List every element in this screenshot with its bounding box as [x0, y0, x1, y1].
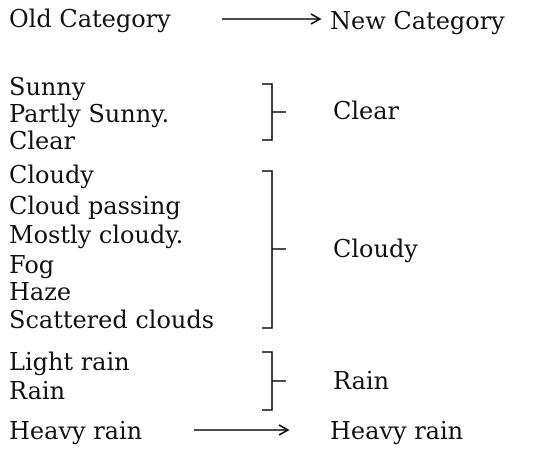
new-category-header: New Category	[330, 7, 505, 35]
old-item-haze: Haze	[9, 278, 72, 306]
old-item-partly-sunny: Partly Sunny.	[9, 100, 170, 128]
old-item-scattered-clouds: Scattered clouds	[9, 306, 215, 334]
old-item-mostly-cloudy: Mostly cloudy.	[9, 221, 184, 249]
old-item-light-rain: Light rain	[9, 348, 130, 376]
old-item-clear: Clear	[9, 127, 76, 155]
brace-rain	[262, 351, 286, 411]
new-item-cloudy: Cloudy	[333, 235, 418, 263]
new-item-heavy-rain: Heavy rain	[330, 417, 464, 445]
old-item-fog: Fog	[9, 251, 55, 279]
new-item-rain: Rain	[333, 367, 390, 395]
old-item-sunny: Sunny	[9, 73, 86, 101]
heavy-rain-arrow	[194, 424, 290, 436]
brace-clear	[262, 83, 286, 141]
old-item-rain: Rain	[9, 377, 66, 405]
old-item-heavy-rain: Heavy rain	[9, 417, 143, 445]
old-category-header: Old Category	[9, 5, 171, 33]
new-item-clear: Clear	[333, 97, 400, 125]
old-item-cloudy: Cloudy	[9, 161, 94, 189]
header-arrow	[222, 13, 322, 25]
old-item-cloud-passing: Cloud passing	[9, 192, 181, 220]
brace-cloudy	[262, 170, 286, 329]
